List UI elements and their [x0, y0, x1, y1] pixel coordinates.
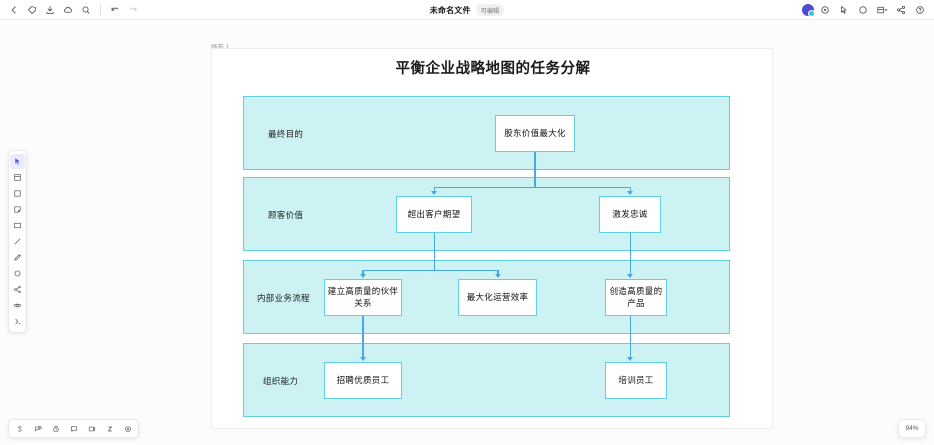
toolbar-divider — [100, 4, 101, 15]
band-label-0: 最终目的 — [268, 129, 304, 139]
redo-icon[interactable] — [125, 2, 141, 18]
node-2-0[interactable]: 建立高质量的伙伴关系 — [324, 279, 402, 316]
avatar[interactable] — [802, 4, 815, 17]
diagram-page: 平衡企业战略地图的任务分解 最终目的 股东价值最大化 顾客价值 超出客户期望 激… — [211, 48, 773, 429]
band-label-3: 组织能力 — [263, 376, 299, 386]
arrow-to-node-3-1 — [627, 357, 634, 361]
node-0-0[interactable]: 股东价值最大化 — [495, 115, 575, 152]
ellipse-tool[interactable] — [10, 266, 25, 281]
target-icon[interactable] — [817, 2, 833, 18]
help-icon[interactable] — [912, 2, 928, 18]
connector-0-right-drop — [629, 187, 631, 192]
layout-icon[interactable] — [874, 2, 890, 18]
band-label-2: 内部业务流程 — [257, 293, 310, 303]
diagram-title: 平衡企业战略地图的任务分解 — [395, 61, 591, 77]
circle-icon[interactable] — [855, 2, 871, 18]
arrow-to-node-3-0 — [359, 357, 366, 361]
bottom-toolbar — [8, 419, 139, 438]
connector-0-down — [534, 152, 536, 187]
top-toolbar-left-group — [0, 2, 141, 18]
connector-1-0-right-drop — [497, 270, 499, 275]
connector-1-0-down — [433, 233, 435, 270]
connector-0-left-drop — [433, 187, 435, 192]
top-toolbar: 未命名文件 可编辑 — [0, 0, 934, 20]
tag-icon[interactable] — [24, 2, 40, 18]
band-row-0 — [243, 96, 730, 170]
present-icon[interactable] — [85, 422, 98, 435]
connector-1-1-down — [629, 233, 631, 275]
page-title: 未命名文件 — [429, 5, 471, 15]
pen-tool[interactable] — [10, 250, 25, 265]
status-badge: 可编辑 — [475, 4, 505, 16]
settings-icon[interactable] — [121, 422, 134, 435]
arrow-to-node-1-0 — [431, 191, 438, 195]
node-3-0[interactable]: 招聘优质员工 — [324, 362, 402, 399]
select-tool[interactable] — [10, 154, 25, 169]
connector-2-0-down — [362, 316, 364, 358]
comment-icon[interactable] — [31, 422, 44, 435]
rectangle-tool[interactable] — [10, 218, 25, 233]
search-icon[interactable] — [78, 2, 94, 18]
node-2-1[interactable]: 最大化运营效率 — [458, 279, 537, 316]
more-tools[interactable] — [10, 314, 25, 329]
connector-2-2-down — [629, 316, 631, 358]
frame-label: 画布 1 — [211, 41, 229, 51]
pointer-icon[interactable] — [836, 2, 852, 18]
arrow-to-node-2-1 — [494, 274, 501, 278]
connector-1-0-split — [362, 269, 498, 271]
node-1-1[interactable]: 激发忠诚 — [599, 196, 661, 233]
undo-icon[interactable] — [107, 2, 123, 18]
top-toolbar-right-group — [802, 0, 928, 20]
chat-icon[interactable] — [67, 422, 80, 435]
node-2-2[interactable]: 创造高质量的产品 — [605, 279, 667, 316]
share-icon[interactable] — [893, 2, 909, 18]
shape-tool[interactable] — [10, 186, 25, 201]
node-1-0[interactable]: 超出客户期望 — [396, 196, 472, 233]
zen-icon[interactable] — [103, 422, 116, 435]
cloud-icon[interactable] — [60, 2, 76, 18]
save-icon[interactable] — [42, 2, 58, 18]
arrow-to-node-2-2 — [627, 274, 634, 278]
band-label-1: 顾客价值 — [268, 210, 304, 220]
node-3-1[interactable]: 培训员工 — [605, 362, 667, 399]
connector-1-0-left-drop — [362, 270, 364, 275]
sticky-note-tool[interactable] — [10, 202, 25, 217]
left-tool-rail — [8, 150, 27, 333]
connector-tool[interactable] — [10, 282, 25, 297]
zoom-level-indicator[interactable]: 94% — [898, 419, 926, 438]
history-icon[interactable] — [49, 422, 62, 435]
line-tool[interactable] — [10, 234, 25, 249]
arrow-to-node-2-0 — [359, 274, 366, 278]
back-icon[interactable] — [6, 2, 22, 18]
shortcut-icon[interactable] — [13, 422, 26, 435]
frame-tool[interactable] — [10, 170, 25, 185]
connector-0-split — [434, 186, 630, 188]
arrow-to-node-1-1 — [627, 191, 634, 195]
view-tool[interactable] — [10, 298, 25, 313]
canvas-area[interactable]: 画布 1 平衡企业战略地图的任务分解 最终目的 股东价值最大化 顾客价值 超出客… — [0, 20, 934, 445]
